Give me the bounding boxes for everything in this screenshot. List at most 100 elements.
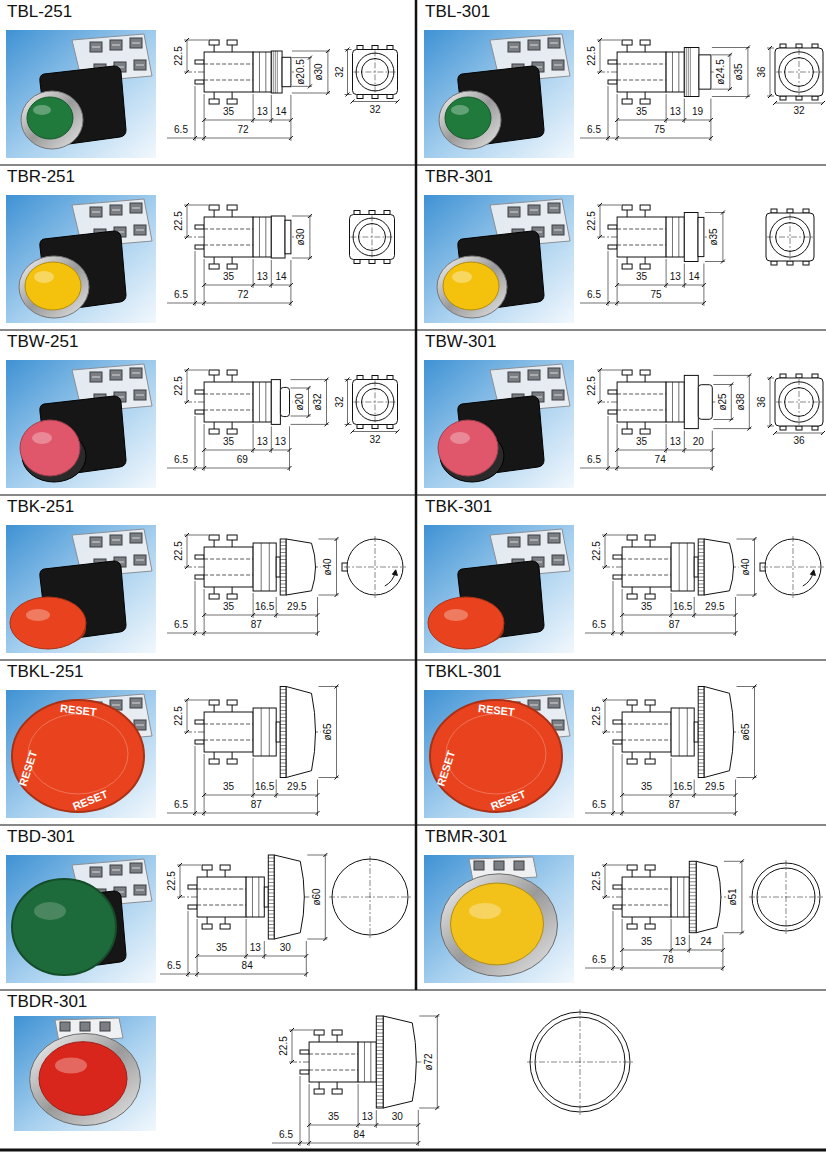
cap-highlight [469, 903, 501, 919]
dimension-value: ø35 [709, 228, 719, 245]
extension-line [300, 1076, 301, 1146]
dimension-value: 22.5 [174, 211, 184, 230]
terminal-screw [130, 863, 142, 873]
knurl-line [376, 1103, 383, 1104]
hidden-line [197, 905, 246, 906]
dimension-tick [620, 631, 624, 635]
dimension-tick [753, 776, 757, 780]
center-line [790, 214, 791, 260]
extension-line [246, 919, 247, 959]
dimension-value: 78 [662, 955, 673, 965]
knurl-line [698, 591, 704, 592]
dimension-value: 32 [335, 66, 345, 77]
mounting-body [253, 217, 271, 257]
chrome-bezel [19, 256, 89, 318]
contact-block [622, 877, 671, 917]
dimension-tick [186, 972, 190, 976]
center-line [786, 860, 787, 934]
dimension-tick [193, 811, 197, 815]
side-view [580, 38, 750, 141]
terminal-screw [622, 40, 632, 45]
cap-highlight [450, 432, 470, 444]
extension-line [306, 941, 307, 977]
terminal-screw [552, 555, 564, 565]
photo-background [6, 690, 156, 818]
photo-background [6, 855, 156, 983]
dimension-tick [603, 565, 607, 569]
dimension-tick [269, 283, 273, 287]
terminal-screw [227, 535, 237, 540]
extension-line [418, 1110, 419, 1146]
terminal-stem [337, 1035, 338, 1042]
knurled-ring [698, 687, 704, 778]
dimension-line [600, 205, 601, 237]
dimension-line [160, 974, 306, 975]
knurl-line [689, 913, 696, 914]
knurl-line [689, 881, 696, 882]
knurl-line [280, 689, 286, 690]
mounting-body [253, 382, 271, 422]
knurl-line [268, 889, 274, 890]
extension-line [289, 426, 290, 471]
button-cap [451, 883, 544, 965]
dimension-line [605, 535, 606, 567]
terminal-screw [332, 1030, 342, 1035]
terminal-stem [632, 540, 633, 547]
dimension-line [580, 303, 704, 304]
dimension-tick [316, 793, 320, 797]
panel-artwork [6, 360, 400, 488]
chrome-bezel [21, 91, 83, 149]
bezel [684, 213, 698, 262]
knurl-line [280, 752, 286, 753]
knurl-line [376, 1099, 383, 1100]
dimension-line [617, 450, 712, 451]
mounting-body [246, 877, 264, 917]
dimension-line [272, 1143, 418, 1144]
dimension-value: 87 [669, 800, 680, 810]
button-cap [438, 420, 498, 476]
dimension-tick [335, 593, 339, 597]
bezel [271, 216, 285, 258]
terminal-screw [209, 594, 219, 599]
dimension-tick [416, 1123, 420, 1127]
terminal-screw [209, 429, 219, 434]
dimension-tick [734, 631, 738, 635]
knurl-line [689, 923, 696, 924]
nut-line [687, 543, 688, 591]
terminal-tab [780, 96, 786, 100]
extension-line [271, 95, 272, 123]
dimension-value: ø30 [314, 63, 324, 80]
extension-line [271, 260, 272, 288]
dimension-tick [316, 613, 320, 617]
dimension-value: 6.5 [174, 620, 188, 630]
dimension-value: 87 [669, 620, 680, 630]
knurl-line [698, 573, 704, 574]
contact-block [204, 547, 253, 587]
extension-line [666, 424, 667, 453]
mounting-body [253, 543, 276, 591]
housing-outline [775, 378, 823, 426]
knurl-line [376, 1029, 383, 1030]
dimension-tick [346, 48, 350, 52]
screw-slot [554, 560, 562, 561]
bezel [271, 51, 282, 93]
screw-slot [136, 725, 144, 726]
cap-stem [694, 722, 698, 742]
knurl-line [698, 728, 704, 729]
dimension-tick [185, 70, 189, 74]
knurl-line [698, 731, 704, 732]
screw-slot [92, 377, 100, 378]
extension-line [309, 1084, 310, 1146]
rear-pin [195, 80, 204, 84]
mushroom-cap [428, 597, 504, 649]
product-photo [6, 195, 156, 323]
terminal-screw [552, 390, 564, 400]
knurl-line [698, 545, 704, 546]
terminal-tab [787, 261, 793, 265]
terminal-tab [372, 425, 378, 429]
model-title: TBK-301 [425, 498, 492, 517]
mounting-body [666, 382, 684, 422]
dimension-line [187, 370, 188, 402]
terminal-tab [771, 261, 777, 265]
dimension-line [754, 539, 755, 595]
